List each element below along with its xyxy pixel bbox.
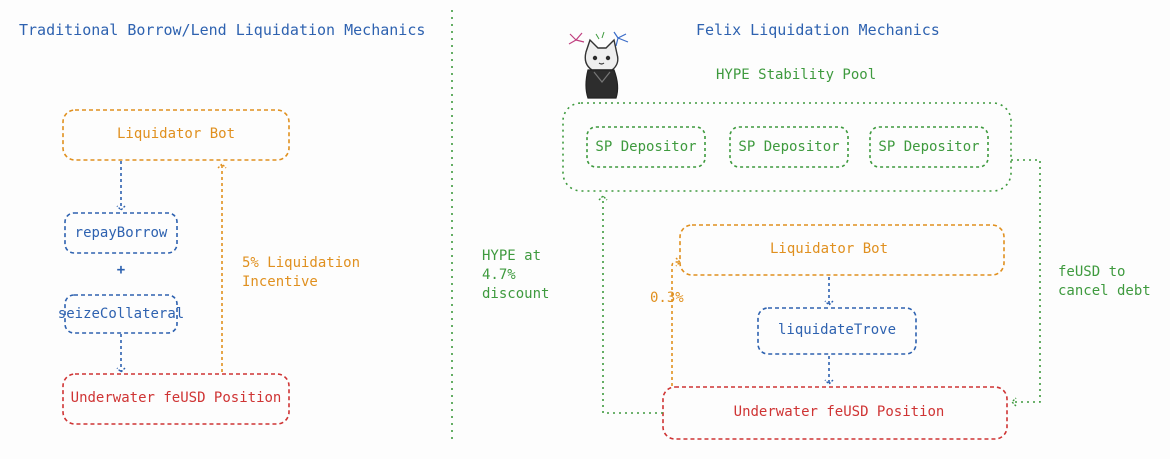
sp-depositor-box-1 [586,126,706,168]
left-repay-box [64,212,178,254]
sp-depositor-label-2: SP Depositor [738,139,840,155]
left-section-title: Traditional Borrow/Lend Liquidation Mech… [19,21,426,39]
cat-mascot-icon [568,31,629,99]
liquidation-incentive-label: 5% Liquidation Incentive [242,255,361,290]
repay-borrow-label: repayBorrow [74,225,168,241]
sp-depositor-box-3 [869,126,989,168]
feusd-cancel-label: feUSD to cancel debt [1058,264,1151,299]
arrow-feusd-to-position [1011,159,1041,407]
plus-sign: + [116,262,126,278]
hype-discount-label: HYPE at 4.7% discount [482,248,550,302]
sp-depositor-label-1: SP Depositor [595,139,697,155]
liquidate-trove-label: liquidateTrove [777,322,897,338]
right-liquidator-box [679,224,1005,276]
right-section-title: Felix Liquidation Mechanics [696,21,940,39]
right-position-label: Underwater feUSD Position [733,404,945,420]
fee-label: 0.3% [650,290,684,306]
sp-depositor-box-2 [729,126,849,168]
arrow-hype-to-pool [598,195,663,414]
left-seize-box [64,294,178,334]
left-position-label: Underwater feUSD Position [70,390,282,406]
left-liquidator-box [62,109,290,161]
sp-depositor-label-3: SP Depositor [878,139,980,155]
stability-pool-label: HYPE Stability Pool [716,67,877,83]
left-liquidator-label: Liquidator Bot [116,126,236,142]
right-liquidator-label: Liquidator Bot [769,241,889,257]
stability-pool-box [562,102,1012,192]
arrow-fee-to-bot [671,257,681,386]
seize-collateral-label: seizeCollateral [57,306,185,322]
left-position-box [62,373,290,425]
